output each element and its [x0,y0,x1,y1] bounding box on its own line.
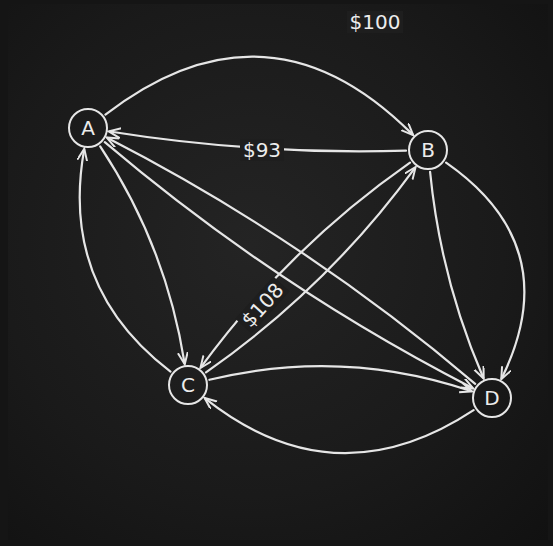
chalk-arrow [209,366,471,391]
node-letter: C [181,375,195,395]
chalk-arrow [105,142,473,388]
chalkboard [8,4,548,540]
chalk-arrow [80,150,171,372]
chalk-circle: D [472,378,512,418]
node-letter: B [421,140,435,160]
chalk-arrow [105,57,412,135]
chalk-arrow [430,172,483,378]
chalk-arrow [100,146,184,363]
node-letter: A [81,118,95,138]
chalk-arrow [108,138,476,384]
price-label: $100 [347,11,404,33]
chalk-circle: A [68,108,108,148]
chalk-circle: C [168,365,208,405]
chalk-arrow [205,399,473,453]
node-letter: D [484,388,499,408]
chalk-circle: B [408,130,448,170]
chalk-arrow [206,168,415,373]
price-label: $93 [240,139,284,161]
chalk-arrow [446,163,524,379]
chalk-arrow [201,163,410,368]
